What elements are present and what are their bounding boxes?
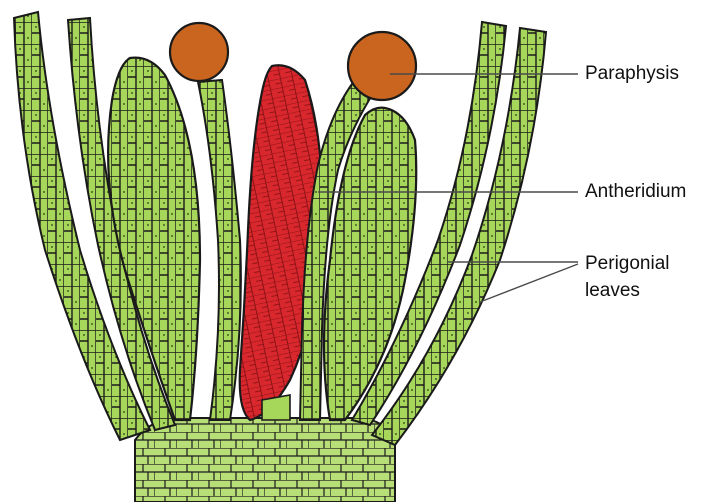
paraphysis-label: Paraphysis (585, 60, 679, 87)
paraphysis-right-head (348, 32, 416, 100)
perigonial-label-line1: Perigonial (585, 250, 670, 277)
perigonial-label-line2: leaves (585, 277, 670, 304)
antheridium-stalk (262, 395, 290, 420)
antheridium-label: Antheridium (585, 178, 686, 205)
perigonial-leaf-left-broad (108, 58, 200, 420)
paraphysis-left-head (170, 23, 228, 81)
perigonial-leaves-label: Perigonial leaves (585, 250, 670, 304)
paraphysis-left-stalk (198, 80, 241, 420)
stem-base (135, 418, 395, 502)
